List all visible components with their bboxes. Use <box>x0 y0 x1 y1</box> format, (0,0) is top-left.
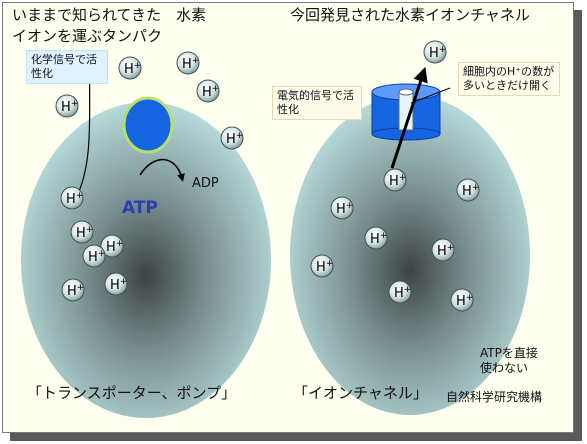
right-cell <box>290 95 530 415</box>
ion-charge: + <box>236 131 244 141</box>
right-caption: 「イオンチャネル」 <box>293 384 428 402</box>
ion-charge: + <box>466 293 474 303</box>
hydrogen-ion: H+ <box>220 126 244 150</box>
hydrogen-ion: H+ <box>176 51 200 75</box>
ion-charge: + <box>116 239 124 249</box>
hydrogen-ion: H+ <box>383 168 407 192</box>
transporter-protein <box>122 96 174 154</box>
ion-charge: + <box>77 283 85 293</box>
hydrogen-ion: H+ <box>423 40 447 64</box>
ion-charge: + <box>399 173 407 183</box>
ion-charge: + <box>447 243 455 253</box>
no-atp-note: ATPを直接使わない <box>480 346 538 375</box>
ion-charge: + <box>76 191 84 201</box>
ion-charge: + <box>120 277 128 287</box>
left-cell <box>21 102 271 418</box>
hydrogen-ion: H+ <box>100 234 124 258</box>
right-title: 今回発見された水素イオンチャネル <box>290 6 530 24</box>
ion-charge: + <box>192 56 200 66</box>
hydrogen-ion: H+ <box>431 238 455 262</box>
left-title-line1: いままで知られてきた 水素 <box>12 6 207 24</box>
ion-charge: + <box>346 201 354 211</box>
ion-charge: + <box>404 285 412 295</box>
ion-charge: + <box>472 183 480 193</box>
ion-channel <box>371 83 441 141</box>
ion-charge: + <box>86 225 94 235</box>
hydrogen-ion: H+ <box>104 272 128 296</box>
adp-label: ADP <box>192 176 219 191</box>
ion-charge: + <box>326 259 334 269</box>
hydrogen-ion: H+ <box>388 280 412 304</box>
ion-charge: + <box>380 231 388 241</box>
chemical-signal-note: 化学信号で活性化 <box>26 50 108 84</box>
left-caption: 「トランスポーター、ポンプ」 <box>27 384 237 402</box>
hydrogen-ion: H+ <box>364 226 388 250</box>
hydrogen-ion: H+ <box>60 186 84 210</box>
hydrogen-ion-group: H+H+H+H+H+H+H+H+H+H+H+H+H+H+H+H+H+H+H+H+ <box>55 40 480 312</box>
hydrogen-ion: H+ <box>196 79 220 103</box>
hydrogen-ion: H+ <box>310 254 334 278</box>
atp-to-adp-arrow <box>139 158 185 182</box>
ion-charge: + <box>71 99 79 109</box>
hydrogen-ion: H+ <box>55 94 79 118</box>
channel-note-leader <box>410 87 451 104</box>
credit: 自然科学研究機構 <box>446 390 543 404</box>
atp-label: ATP <box>122 198 158 218</box>
hydrogen-ion: H+ <box>82 244 106 268</box>
ion-charge: + <box>212 84 220 94</box>
ion-charge: + <box>439 45 447 55</box>
hydrogen-ion: H+ <box>70 220 94 244</box>
hydrogen-ion: H+ <box>330 196 354 220</box>
hydrogen-ion: H+ <box>450 288 474 312</box>
left-title-line2: イオンを運ぶタンパク <box>12 27 163 45</box>
ion-charge: + <box>98 249 106 259</box>
electrical-signal-note: 電気的信号で活性化 <box>272 86 362 120</box>
hydrogen-ion: H+ <box>118 56 142 80</box>
hydrogen-ion: H+ <box>456 178 480 202</box>
ion-exit-arrow <box>390 66 428 169</box>
ion-charge: + <box>134 61 142 71</box>
channel-open-note: 細胞内のH⁺の数が多いときだけ開く <box>458 62 560 96</box>
hydrogen-ion: H+ <box>61 278 85 302</box>
